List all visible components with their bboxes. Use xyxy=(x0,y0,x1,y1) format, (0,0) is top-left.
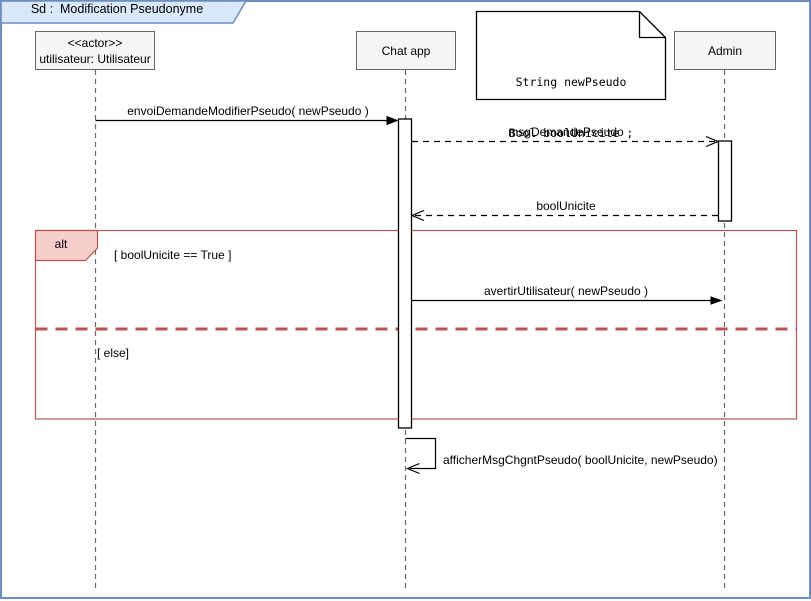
arrowhead-open-afficherMsgChgntPseudo xyxy=(405,462,420,475)
diagram-title: Sd : Modification Pseudonyme xyxy=(30,2,204,16)
message-label-avertirUtilisateur: avertirUtilisateur( newPseudo ) xyxy=(483,284,649,298)
participant-box-admin: Admin xyxy=(674,31,776,70)
note-shape xyxy=(475,10,667,101)
participant-label: Chat app xyxy=(381,43,431,58)
alt-operator-pentagon xyxy=(34,229,99,262)
alt-guard-else: [ else] xyxy=(97,346,130,360)
participant-label: utilisateur: Utilisateur xyxy=(39,51,151,66)
message-label-afficherMsgChgntPseudo: afficherMsgChgntPseudo( boolUnicite, new… xyxy=(443,453,718,467)
frame-title-tab-shape xyxy=(0,0,248,24)
alt-operator-label: alt xyxy=(54,237,68,251)
note-fold-corner xyxy=(638,11,666,39)
message-label-envoiDemandeModifierPseudo: envoiDemandeModifierPseudo( newPseudo ) xyxy=(127,104,369,118)
participant-box-utilisateur: <<actor>> utilisateur: Utilisateur xyxy=(35,31,155,70)
participant-box-chat-app: Chat app xyxy=(356,31,456,70)
alt-guard-true: [ boolUnicite == True ] xyxy=(114,248,232,262)
alt-fragment-border xyxy=(34,229,798,420)
message-line-self-afficherMsgChgntPseudo xyxy=(405,437,437,470)
note-text: String newPseudo Bool boolUnicite ; xyxy=(476,40,666,176)
participant-label: Admin xyxy=(707,43,742,58)
activation-bar-chat-app xyxy=(397,118,413,429)
arrowhead-filled-avertirUtilisateur xyxy=(710,296,723,305)
message-label-boolUnicite: boolUnicite xyxy=(536,199,596,213)
message-label-msgDemandePseudo: msgDemandePseudo xyxy=(508,125,624,139)
participant-stereotype: <<actor>> xyxy=(67,35,123,50)
note-line-1: String newPseudo xyxy=(515,75,627,89)
arrowhead-filled-envoiDemandeModifierPseudo xyxy=(386,115,399,126)
activation-bar-admin xyxy=(717,140,733,222)
note-line-2: Bool boolUnicite ; xyxy=(508,126,634,140)
